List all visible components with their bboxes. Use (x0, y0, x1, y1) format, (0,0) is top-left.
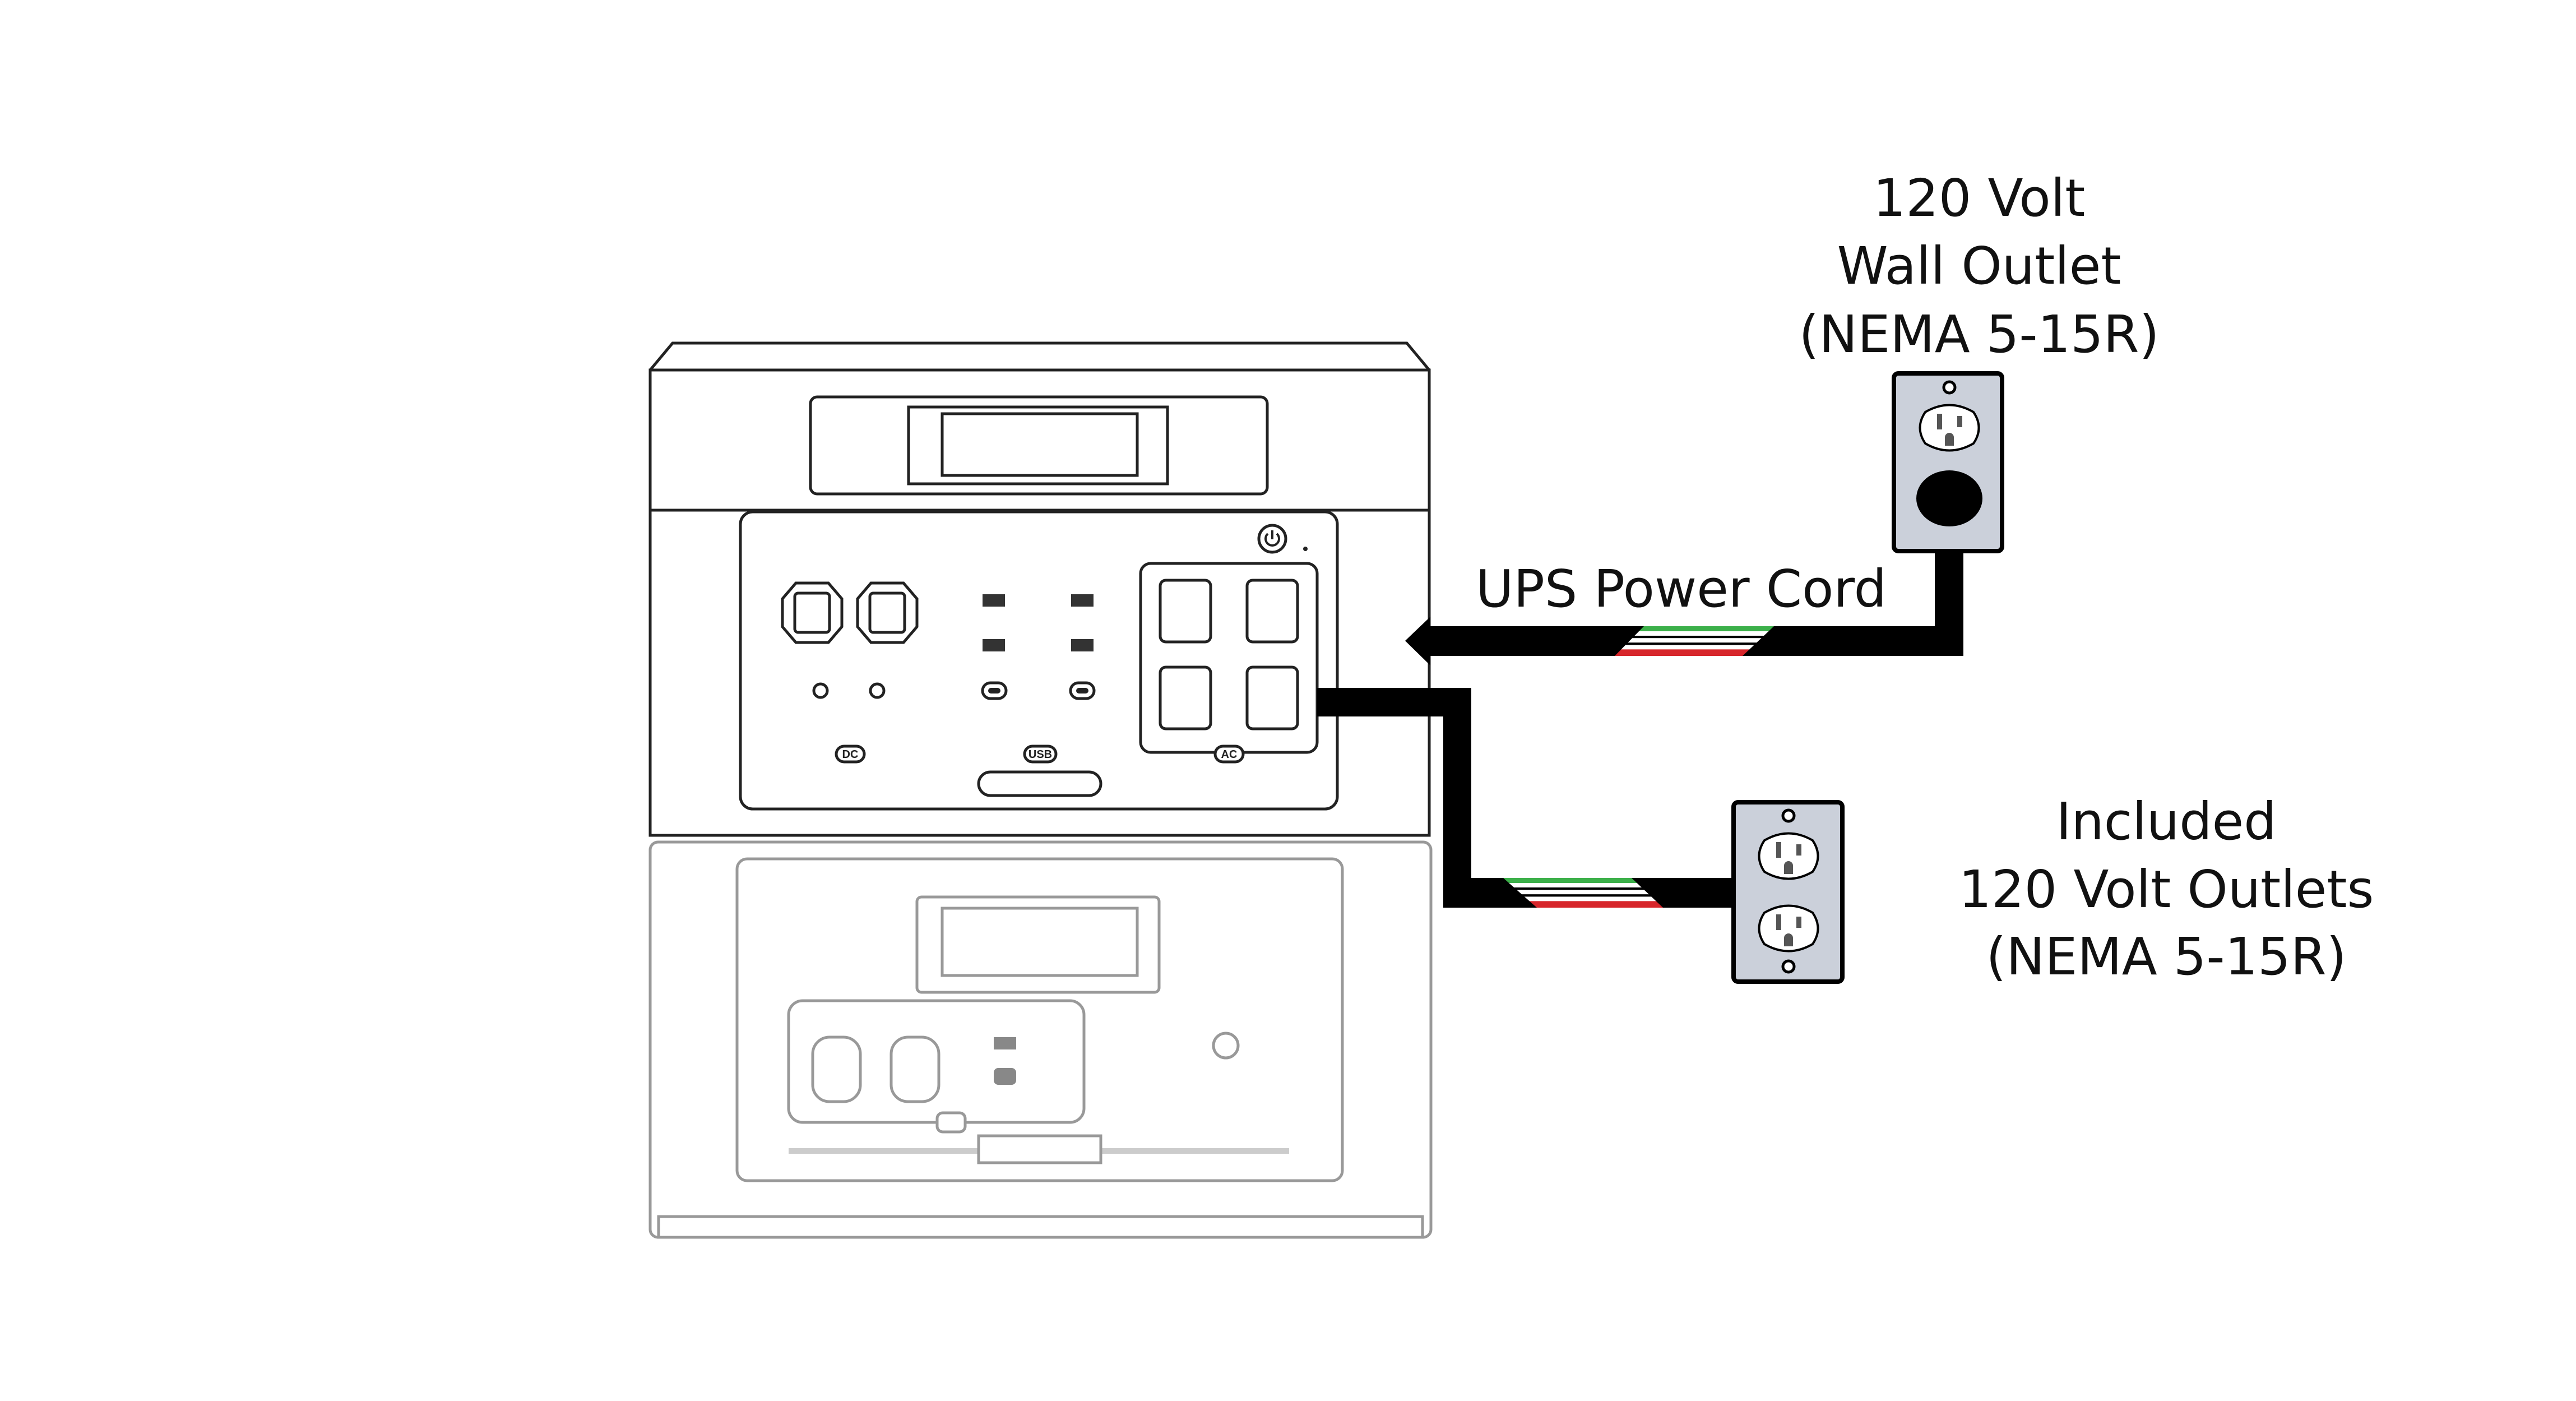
battery-base (657, 1215, 1424, 1239)
display-screen (940, 412, 1139, 477)
usb-c-port-icon (994, 1068, 1016, 1085)
wire-band (1615, 638, 1774, 643)
battery-handle (977, 1134, 1102, 1164)
screw-icon (1781, 959, 1796, 974)
wall-outlet-label-line2: Wall Outlet (1837, 236, 2121, 296)
ac-button[interactable] (1213, 745, 1245, 764)
anderson-ports (781, 581, 919, 699)
outlet-plate (1731, 800, 1845, 984)
usb-a-port-icon (1071, 639, 1094, 651)
screw-icon (1781, 808, 1796, 823)
plug-icon (1916, 470, 1982, 526)
battery-display-screen (940, 907, 1139, 977)
ac-outlet-icon (1245, 665, 1299, 730)
wire-band (1503, 883, 1663, 888)
ac-outlet-icon (1159, 665, 1212, 730)
dc-label: DC (842, 748, 859, 761)
ac-outlets (1159, 579, 1299, 730)
usb-a-port-icon (983, 594, 1005, 607)
battery-power-button[interactable] (1212, 1032, 1240, 1060)
battery-port-icon (889, 1035, 940, 1103)
outlet-cord (1317, 688, 1734, 908)
cord-wires-exposed (1615, 626, 1774, 656)
cord-label: UPS Power Cord (1476, 559, 1887, 619)
wire-band (1615, 642, 1774, 645)
wall-outlet-label-line3: (NEMA 5-15R) (1799, 304, 2159, 364)
usb-button[interactable] (1023, 745, 1058, 764)
wire-band (1615, 635, 1774, 639)
battery-port-icon (811, 1035, 862, 1103)
expansion-battery-unit (648, 840, 1433, 1239)
included-outlets-label-line3: (NEMA 5-15R) (1986, 927, 2346, 987)
wire-band (1615, 631, 1774, 636)
receptacle-icon (1758, 904, 1819, 953)
usb-ports (981, 594, 1096, 700)
wire-band (1503, 894, 1663, 897)
included-outlets-label-line2: 120 Volt Outlets (1959, 859, 2374, 919)
wire-band (1503, 887, 1663, 890)
handle-slot (977, 770, 1102, 797)
wall-outlet-label-line1: 120 Volt (1873, 168, 2086, 228)
battery-button[interactable] (935, 1111, 967, 1134)
included-outlets-label-line1: Included (2056, 792, 2276, 852)
wire-band (1503, 890, 1663, 895)
wire-band (1615, 649, 1774, 656)
ac-outlet-icon (1159, 579, 1212, 644)
wire-band (1615, 626, 1774, 632)
dc-button[interactable] (835, 745, 866, 764)
usb-label: USB (1028, 748, 1052, 761)
power-icon (1264, 533, 1280, 547)
wire-band (1503, 896, 1663, 901)
usb-a-port-icon (994, 1037, 1016, 1049)
cords (1317, 505, 1963, 908)
cord-wires-exposed (1503, 878, 1663, 908)
usb-a-port-icon (1071, 594, 1094, 607)
wire-band (1615, 645, 1774, 650)
receptacle-icon (1758, 832, 1819, 880)
ac-outlet-icon (1245, 579, 1299, 644)
included-outlets (1731, 800, 1845, 984)
wall-outlet (1892, 371, 2004, 553)
screw-icon (1942, 380, 1957, 395)
power-station-unit: DC USB AC (648, 341, 1431, 837)
indicator-led (1303, 547, 1308, 551)
wire-band (1503, 901, 1663, 908)
dc-barrel-port-icon (869, 682, 886, 699)
usb-a-port-icon (983, 639, 1005, 651)
wire-band (1503, 878, 1663, 884)
ups-power-cord (1429, 505, 1963, 656)
dc-barrel-port-icon (812, 682, 829, 699)
receptacle-icon (1919, 404, 1980, 452)
ac-label: AC (1221, 748, 1238, 761)
arrow-head-icon (1405, 617, 1430, 665)
